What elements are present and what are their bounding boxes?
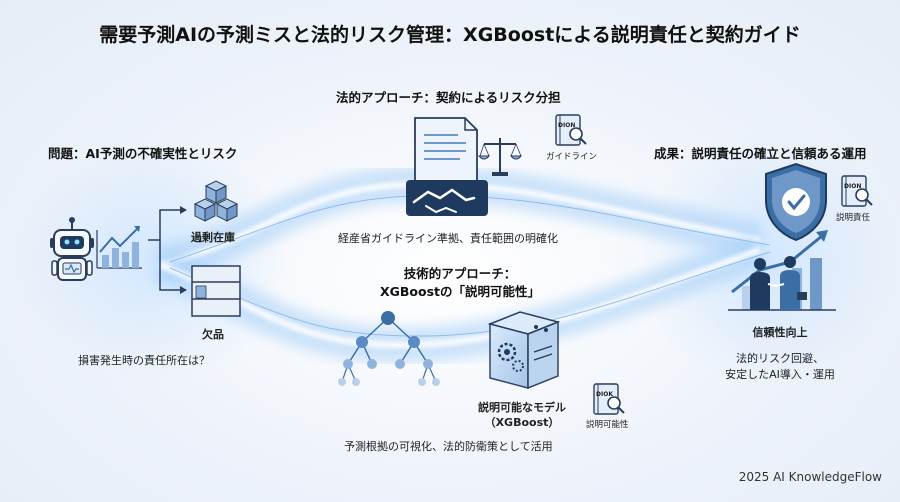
explainability-book-icon	[593, 383, 625, 415]
problem-heading: 問題：AI予測の不確実性とリスク	[48, 146, 238, 161]
footer-credit: 2025 AI KnowledgeFlow	[738, 470, 882, 484]
technical-caption: 予測根拠の可視化、法的防衛策として活用	[344, 440, 553, 453]
business-handshake-icon	[750, 256, 807, 310]
accountability-label: 説明責任	[836, 213, 871, 223]
page-title: 需要予測AIの予測ミスと法的リスク管理：XGBoostによる説明責任と契約ガイド	[99, 24, 801, 46]
technical-heading-line2: XGBoostの「説明可能性」	[379, 284, 541, 299]
empty-shelf-icon	[191, 265, 241, 317]
bracket-lower	[159, 240, 180, 291]
explainability-label: 説明可能性	[586, 420, 629, 430]
scale-of-justice-icon	[477, 138, 523, 176]
legal-heading: 法的アプローチ：契約によるリスク分担	[336, 90, 561, 105]
book-label-guideline: DION	[558, 122, 576, 129]
overstock-label: 過剰在庫	[191, 231, 235, 244]
handshake-icon	[406, 180, 488, 216]
result-caption-line1: 法的リスク回避、	[736, 352, 824, 365]
stockout-label: 欠品	[202, 328, 224, 341]
book-label-accountability: DION	[844, 183, 862, 190]
trust-label: 信頼性向上	[752, 326, 808, 339]
bracket-upper	[148, 209, 180, 241]
technical-heading-line1: 技術的アプローチ：	[403, 266, 517, 281]
left-glow	[10, 140, 290, 380]
decision-tree-icon	[338, 311, 440, 386]
result-heading: 成果：説明責任の確立と信頼ある運用	[654, 146, 867, 161]
guideline-book-icon	[555, 114, 587, 146]
robot-icon	[50, 217, 94, 281]
model-label-line2: （XGBoost）	[484, 416, 560, 429]
forecast-chart-icon	[96, 226, 142, 269]
model-label-line1: 説明可能なモデル	[478, 401, 566, 414]
xgboost-cube-icon	[487, 311, 561, 390]
overstock-boxes-icon	[193, 180, 239, 222]
legal-caption: 経産省ガイドライン準拠、責任範囲の明確化	[338, 232, 558, 245]
accountability-book-icon	[841, 175, 873, 207]
problem-caption: 損害発生時の責任所在は？	[78, 354, 210, 367]
book-label-explainability: DIOK	[596, 391, 613, 398]
shield-check-icon	[765, 162, 827, 242]
right-glow	[640, 130, 900, 390]
result-caption-line2: 安定したAI導入・運用	[725, 368, 835, 381]
guideline-label: ガイドライン	[546, 152, 598, 162]
